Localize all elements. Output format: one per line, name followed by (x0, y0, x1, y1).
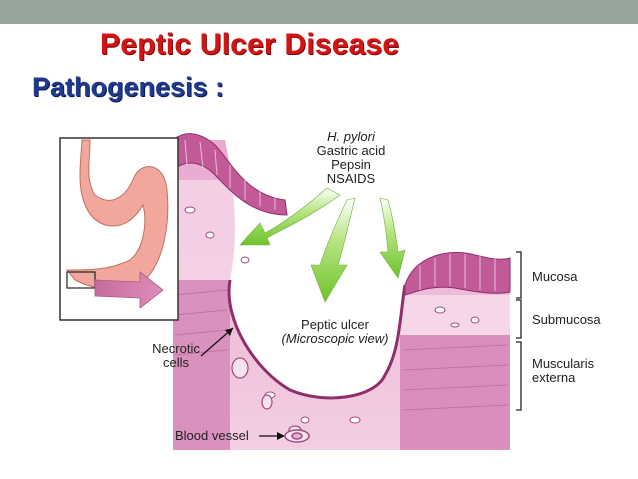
necrotic-cells-label: Necrotic cells (152, 341, 200, 370)
factor-nsaids: NSAIDS (326, 171, 376, 186)
pathogenesis-illustration (59, 120, 522, 450)
muscle-striations (174, 289, 508, 411)
ulcer-crater (225, 120, 510, 398)
necrotic-arrowhead (225, 328, 233, 336)
blood-vessel (284, 429, 310, 443)
factor-gastric-acid: Gastric acid (316, 143, 386, 158)
submucosa-band-right (395, 295, 510, 335)
factors-label: H. pylori Gastric acid Pepsin NSAIDS (311, 130, 391, 186)
stomach-shape (65, 139, 169, 290)
factor-pepsin: Pepsin (331, 157, 371, 172)
ulcer-label: Peptic ulcer (Microscopic view) (265, 318, 405, 346)
blood-vessel-label: Blood vessel (175, 428, 249, 443)
ulcer-label-main: Peptic ulcer (301, 317, 369, 332)
right-villi-lines (419, 254, 496, 291)
ulcer-label-sub: (Microscopic view) (281, 331, 389, 346)
green-arrow-middle (310, 197, 356, 303)
muscularis-left (173, 280, 230, 450)
layer-muscularis-label: Muscularis externa (532, 356, 595, 385)
slide-subtitle: Pathogenesis : (32, 72, 225, 102)
green-arrow-left (239, 187, 341, 246)
layer-submucosa-label: Submucosa (532, 312, 601, 327)
vessel-arrowhead (277, 432, 285, 440)
top-bar (0, 0, 638, 24)
ulcer-rim (227, 279, 407, 400)
right-mucosa (404, 252, 511, 296)
magnify-arrow (94, 271, 164, 309)
pathogenesis-figure: H. pylori Gastric acid Pepsin NSAIDS Pep… (55, 120, 615, 470)
layer-brackets (516, 251, 522, 411)
muscularis-right (400, 335, 510, 450)
green-arrow-right (379, 197, 406, 279)
left-villi-lines (184, 139, 276, 210)
slide-title: Peptic Ulcer Disease (100, 28, 400, 61)
factor-h-pylori: H. pylori (327, 129, 375, 144)
layer-mucosa-label: Mucosa (532, 269, 578, 284)
